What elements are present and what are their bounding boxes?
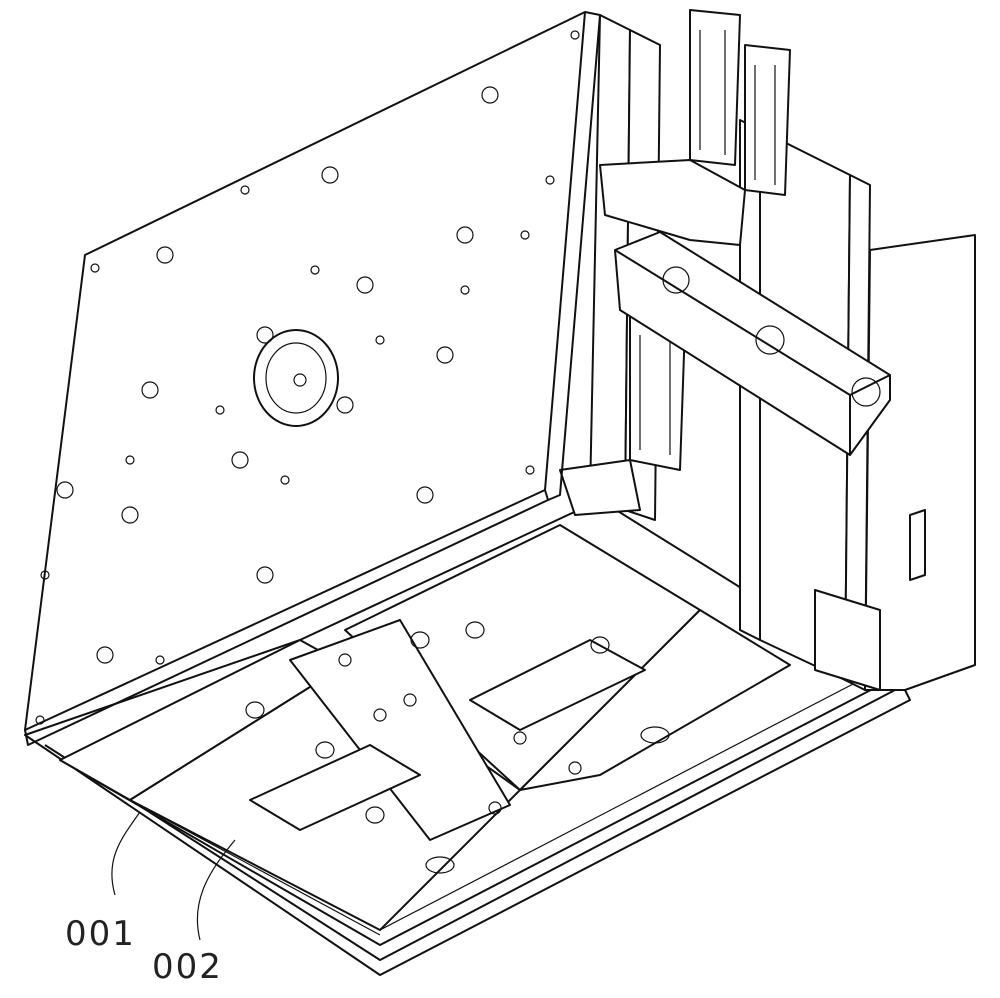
center-flange	[254, 330, 338, 426]
label-001: 001	[65, 914, 136, 954]
label-002: 002	[152, 947, 223, 987]
callout-001: 001	[65, 812, 140, 954]
